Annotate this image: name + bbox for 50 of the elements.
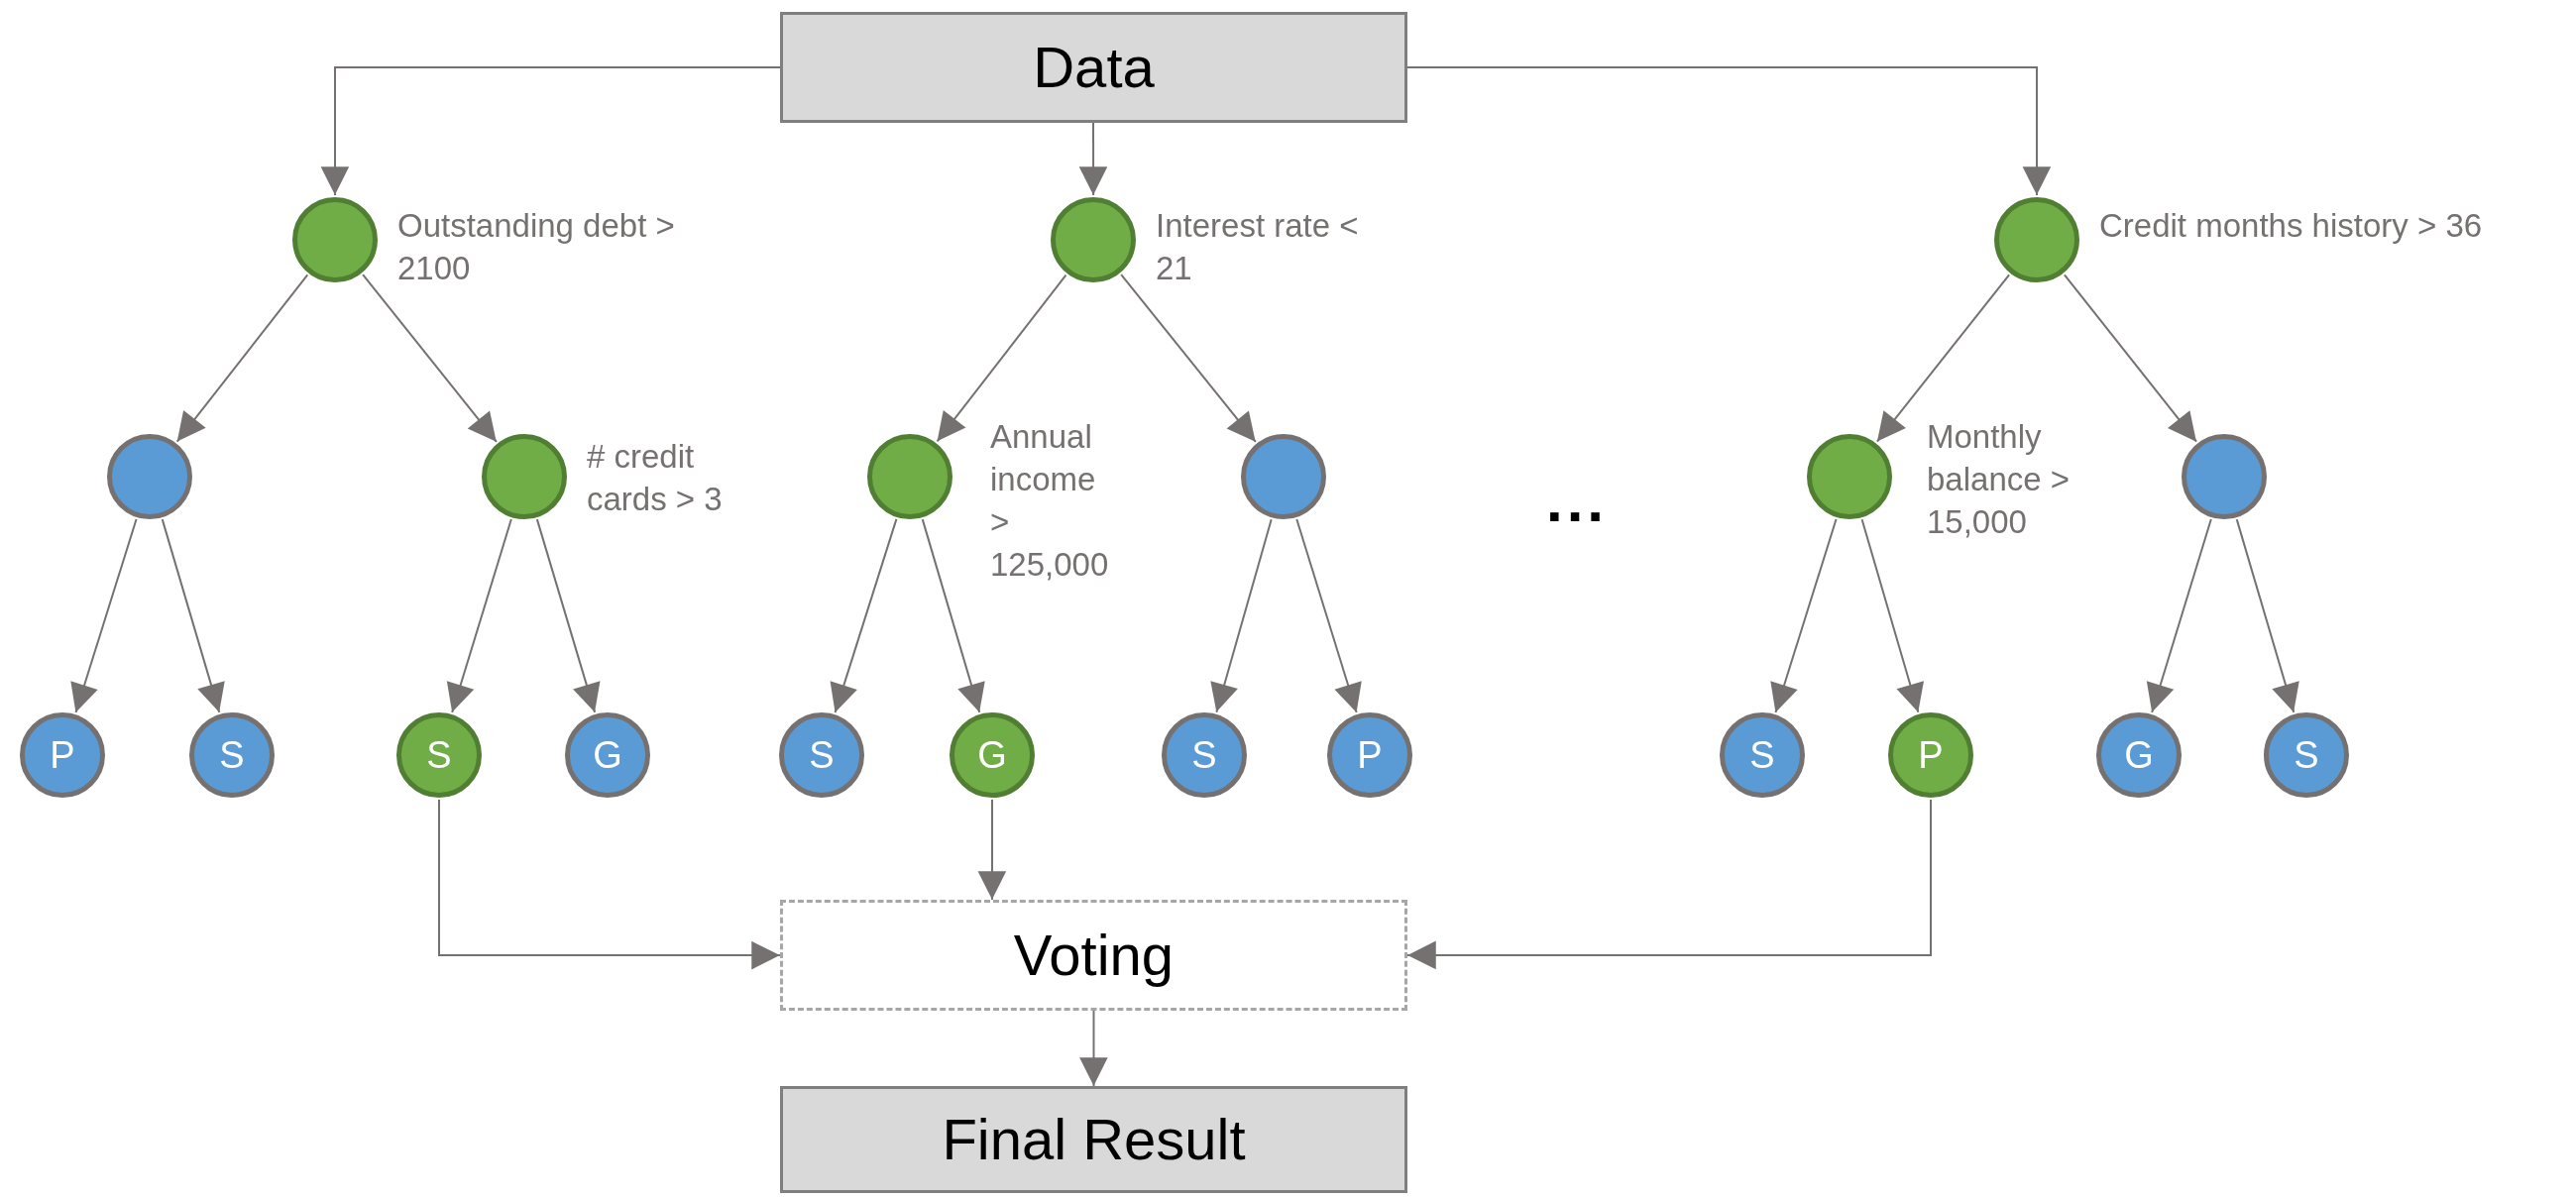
class-letter: S [809,736,835,774]
dashed-process-box [780,900,1407,1011]
arrow [175,273,309,443]
arrow [1120,273,1257,443]
arrow [2063,273,2198,443]
split-condition: Annual income > 125,000 [990,417,1110,585]
box-label: Final Result [942,1108,1246,1171]
arrow [446,518,512,713]
arrow [977,799,1007,901]
arrow [1406,799,1932,970]
arrow [1406,66,2052,196]
arrow [161,518,225,713]
split-condition: Monthly balance > 15,000 [1927,417,2072,542]
class-letter: S [2294,736,2319,774]
class-letter: G [593,736,622,774]
class-letter: G [977,736,1007,774]
class-letter: P [50,736,75,774]
arrow [1875,273,2011,443]
ellipsis: ... [1546,466,1608,535]
arrow [1860,518,1924,713]
class-letter: S [219,736,245,774]
arrow [921,518,985,713]
arrow [1210,518,1273,713]
class-letter: S [426,736,452,774]
box-label: Data [1033,36,1155,99]
arrow [362,273,498,443]
arrow [830,517,898,714]
class-letter: P [1357,736,1383,774]
split-condition: Outstanding debt > 2100 [397,206,676,288]
arrow [535,518,601,713]
arrow [438,799,781,970]
box-label: Voting [1013,924,1175,987]
process-box [780,1086,1407,1193]
arrow [936,273,1067,443]
arrow [1770,517,1838,714]
arrow [70,517,138,714]
class-letter: G [2124,736,2154,774]
class-letter: S [1749,736,1775,774]
split-condition: # credit cards > 3 [587,437,724,519]
arrow [2235,518,2299,713]
arrow [1078,122,1108,196]
arrow [1295,518,1362,713]
split-condition: Interest rate < 21 [1156,206,1360,288]
arrow [320,66,781,196]
class-letter: S [1191,736,1217,774]
process-box [780,12,1407,123]
split-condition: Credit months history > 36 [2099,206,2484,246]
arrow [1079,1010,1108,1087]
arrow [2146,518,2212,713]
class-letter: P [1918,736,1944,774]
